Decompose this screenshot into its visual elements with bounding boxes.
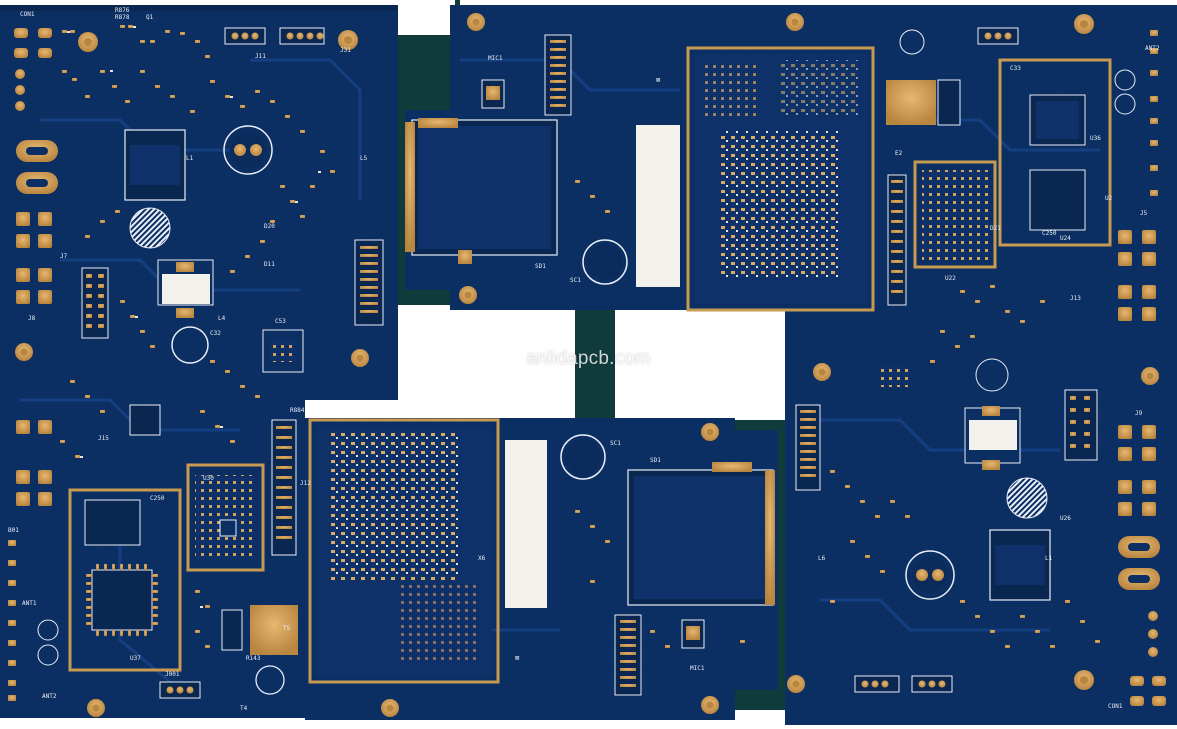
label-ant2: ANT2: [42, 693, 57, 700]
label-u26: U26: [1060, 515, 1071, 522]
label-q1: Q1: [146, 14, 154, 21]
label-l4: L4: [218, 315, 226, 322]
label-d20: D20: [264, 223, 275, 230]
label-u37: U37: [130, 655, 141, 662]
traces: [20, 58, 1100, 692]
label-sc1-b: SC1: [610, 440, 621, 447]
smd-parts-a: [60, 25, 335, 648]
label-j9: J9: [1135, 410, 1143, 417]
label-t5: T5: [283, 625, 291, 632]
label-d11: D11: [264, 261, 275, 268]
label-u2: U2: [1105, 195, 1113, 202]
board-b-parts: ⊠: [405, 34, 875, 312]
label-e2: E2: [895, 150, 903, 157]
silkscreen-labels: CON1 R876 R878 Q1 J11 J31 J7 J8 J15 J12 …: [8, 7, 1160, 712]
label-l1-d: L1: [1045, 555, 1053, 562]
label-b01: B01: [8, 527, 19, 534]
label-c33: C33: [1010, 65, 1021, 72]
board-c-parts: ⊠: [308, 418, 775, 696]
board-d-parts: [795, 20, 1173, 706]
label-j001: J001: [165, 671, 180, 678]
label-r878: R878: [115, 14, 130, 21]
label-u24: U24: [1060, 235, 1071, 242]
label-l5: L5: [360, 155, 368, 162]
label-c53: C53: [275, 318, 286, 325]
label-x6: X6: [478, 555, 486, 562]
label-u30: U30: [203, 475, 214, 482]
label-j7: J7: [60, 253, 68, 260]
label-j12: J12: [300, 480, 311, 487]
smd-parts-d: [575, 180, 1100, 648]
label-j5: J5: [1140, 210, 1148, 217]
label-u22: U22: [945, 275, 956, 282]
label-mic1-b: MIC1: [690, 665, 705, 672]
label-l6: L6: [818, 555, 826, 562]
label-r884: R884: [290, 407, 305, 414]
label-l1: L1: [186, 155, 194, 162]
label-r143: R143: [246, 655, 261, 662]
label-j8: J8: [28, 315, 36, 322]
svg-text:⊠: ⊠: [515, 654, 519, 662]
label-j31: J31: [340, 47, 351, 54]
label-r876: R876: [115, 7, 130, 14]
label-c32: C32: [210, 330, 221, 337]
label-ant1: ANT1: [22, 600, 37, 607]
label-j13: J13: [1070, 295, 1081, 302]
label-mic1: MIC1: [488, 55, 503, 62]
label-t4: T4: [240, 705, 248, 712]
label-sc1: SC1: [570, 277, 581, 284]
smd-white-a: [67, 26, 321, 608]
svg-text:⊠: ⊠: [656, 76, 660, 84]
label-u36: U36: [1090, 135, 1101, 142]
label-sd1: SD1: [535, 263, 546, 270]
ics-board-a: [5, 125, 304, 701]
label-con1-br: CON1: [1108, 703, 1123, 710]
label-c250-d: C250: [1042, 230, 1057, 237]
headers: [81, 27, 384, 699]
label-c250: C250: [150, 495, 165, 502]
label-j15: J15: [98, 435, 109, 442]
label-j11: J11: [255, 53, 266, 60]
label-sd1-b: SD1: [650, 457, 661, 464]
label-d21: D21: [990, 225, 1001, 232]
mounting-holes: [15, 13, 1159, 717]
label-con1-tl: CON1: [20, 11, 35, 18]
left-edge-pads: [14, 28, 58, 506]
label-ant2-d: ANT2: [1145, 45, 1160, 52]
